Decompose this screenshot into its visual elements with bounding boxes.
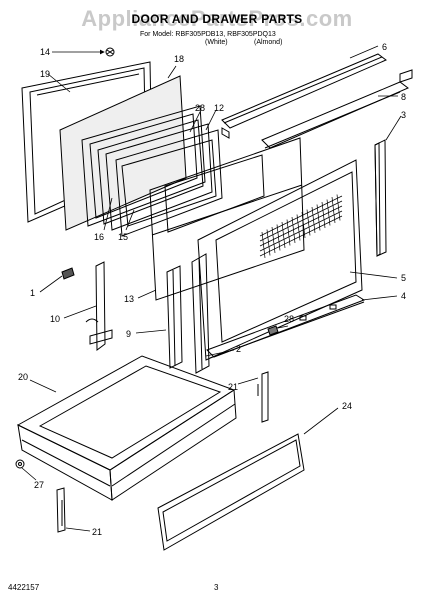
color-left: (White) xyxy=(205,39,228,46)
callout-13: 13 xyxy=(124,294,134,304)
callout-18: 18 xyxy=(174,54,184,64)
callout-16: 16 xyxy=(94,232,104,242)
callout-20: 20 xyxy=(18,372,28,382)
callout-19: 19 xyxy=(40,69,50,79)
color-right: (Almond) xyxy=(254,39,283,46)
trim-clip xyxy=(267,325,279,336)
callout-10: 10 xyxy=(50,314,60,324)
callout-5: 5 xyxy=(401,273,406,283)
callout-21b: 21 xyxy=(92,527,102,537)
door-hinge xyxy=(85,261,113,351)
watermark: AppliancePartsPros.com xyxy=(81,6,353,31)
drawer-box xyxy=(16,355,237,501)
drawer-slide-upper xyxy=(257,371,269,423)
callout-3: 3 xyxy=(401,110,406,120)
diagram-title: DOOR AND DRAWER PARTS xyxy=(131,12,303,26)
outer-door-panel xyxy=(197,159,363,361)
side-channel-left xyxy=(166,265,183,369)
callout-27: 27 xyxy=(34,480,44,490)
drawer-front xyxy=(157,433,305,551)
callout-21a: 21 xyxy=(228,382,238,392)
side-rail-right xyxy=(374,139,387,257)
leader-lines xyxy=(21,45,402,532)
callout-12: 12 xyxy=(214,103,224,113)
callout-8: 8 xyxy=(401,92,406,102)
callout-9: 9 xyxy=(126,329,131,339)
callout-1: 1 xyxy=(30,288,35,298)
callout-24: 24 xyxy=(342,401,352,411)
inner-door-panel xyxy=(149,137,305,301)
callout-28a: 28 xyxy=(195,103,205,113)
callout-14: 14 xyxy=(40,47,50,57)
drawer-roller xyxy=(15,459,25,469)
callout-28b: 28 xyxy=(284,314,294,324)
callout-6: 6 xyxy=(382,42,387,52)
callout-2: 2 xyxy=(236,344,241,354)
door-screw xyxy=(105,47,115,57)
door-vent-slots xyxy=(259,194,343,259)
footer-part-code: 4422157 xyxy=(8,583,40,592)
callout-15: 15 xyxy=(118,232,128,242)
door-handle xyxy=(261,69,413,149)
model-subtitle: For Model: RBF305PDB13, RBF305PDQ13 xyxy=(140,31,276,38)
side-channel-right xyxy=(191,253,210,374)
callout-4: 4 xyxy=(401,291,406,301)
drawer-slide-lower xyxy=(56,487,66,533)
hinge-clip xyxy=(61,267,75,280)
footer-page-number: 3 xyxy=(214,583,219,592)
door-top-trim xyxy=(221,53,387,139)
